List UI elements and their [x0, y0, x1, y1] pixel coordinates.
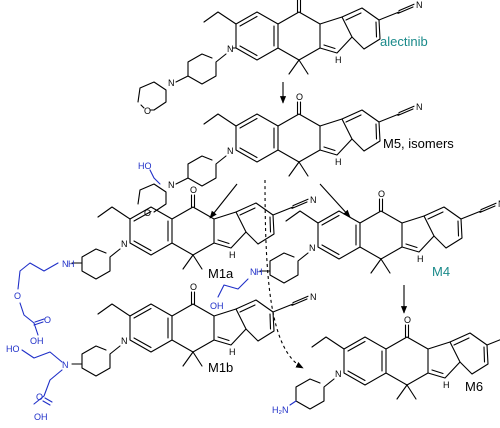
atom-amine-h: H: [68, 259, 75, 269]
atom-ether-o: O: [14, 291, 21, 301]
label-alectinib: alectinib: [380, 34, 428, 49]
atom-acid-oh: OH: [34, 412, 48, 422]
atom-hydroxyl: OH: [210, 301, 224, 311]
atom-acid-oh: OH: [30, 336, 44, 346]
atom-nh: H: [229, 347, 236, 357]
atom-nh: H: [335, 55, 342, 65]
atom-amine-n: N: [250, 267, 257, 277]
atom-amine-n: N: [62, 259, 69, 269]
atom-piperidine-n: N: [121, 239, 128, 249]
atom-piperidine-n: N: [309, 243, 316, 253]
structure-alectinib: O H N N N O: [137, 0, 423, 116]
atom-morpholine-o: O: [144, 106, 151, 116]
label-m1a: M1a: [208, 266, 234, 281]
label-m6: M6: [465, 379, 483, 394]
arrow-to-m6-dashed: [264, 179, 304, 369]
atom-nitrile-n: N: [310, 195, 317, 205]
structure-m4: O H N N N H OH: [210, 189, 500, 311]
arrow-to-m4: [319, 183, 351, 218]
structure-m6: O H N N H₂N: [272, 315, 500, 415]
label-m1b: M1b: [208, 360, 233, 375]
atom-morpholine-n: N: [168, 180, 175, 190]
atom-piperidine-n: N: [335, 369, 342, 379]
atom-nh: H: [229, 250, 236, 260]
atom-nh: H: [417, 254, 424, 264]
atom-nitrile-n: N: [310, 292, 317, 302]
atom-amine-h: H: [256, 267, 263, 277]
atom-nitrile-n: N: [416, 102, 423, 112]
atom-nitrile-n: N: [498, 199, 500, 209]
structure-m1b: O H N N N HO O OH: [6, 282, 317, 422]
structure-m1a: O H N N N H O O OH: [14, 185, 317, 346]
atom-piperidine-n: N: [121, 336, 128, 346]
atom-carbonyl-o: O: [44, 315, 51, 325]
atom-hydroxyl: HO: [6, 344, 20, 354]
label-m5: M5, isomers: [383, 136, 454, 151]
atom-hydroxyl: HO: [138, 161, 152, 171]
atom-nh: H: [443, 380, 450, 390]
atom-o-ketone: O: [296, 92, 303, 102]
atom-o-ketone: O: [404, 315, 411, 325]
atom-o-ketone: O: [190, 282, 197, 292]
atom-nitrile-n: N: [416, 0, 423, 10]
atom-o-ketone: O: [190, 185, 197, 195]
atom-nh: H: [335, 157, 342, 167]
atom-o-ketone: O: [378, 189, 385, 199]
arrow-to-m1a: [209, 183, 238, 219]
atom-piperidine-n: N: [227, 146, 234, 156]
atom-carbonyl-o: O: [36, 392, 43, 402]
atom-amine-n: N: [62, 360, 69, 370]
atom-amine: H₂N: [272, 405, 289, 415]
atom-morpholine-n: N: [168, 78, 175, 88]
atom-piperidine-n: N: [227, 44, 234, 54]
label-m4: M4: [432, 264, 450, 279]
